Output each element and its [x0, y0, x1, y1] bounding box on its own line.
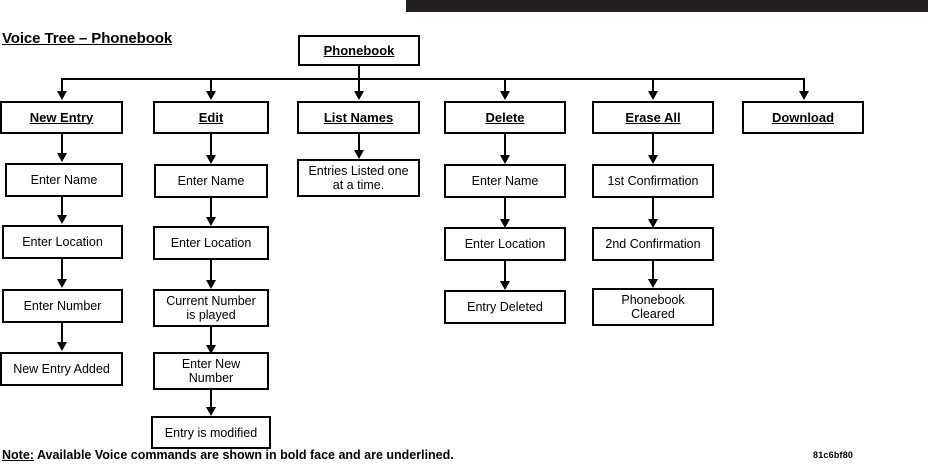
node-label: Enter Name	[177, 174, 245, 188]
arrowhead-edit-4	[206, 345, 216, 354]
node-label: Edit	[198, 109, 224, 125]
node-edit-step-1[interactable]: Enter Name	[154, 164, 268, 198]
arrowhead-new-entry-3	[57, 279, 67, 288]
node-label: 2nd Confirmation	[605, 237, 701, 251]
connector-drop-new-entry	[61, 78, 63, 92]
arrowhead-delete-1	[500, 155, 510, 164]
node-new-entry-step-3[interactable]: Enter Number	[2, 289, 123, 323]
footer-note-prefix: Note:	[2, 448, 34, 462]
arrowhead-edit	[206, 91, 216, 100]
node-label: Entries Listed one at a time.	[308, 164, 409, 192]
node-command-delete[interactable]: Delete	[444, 101, 566, 134]
connector-drop-edit	[210, 78, 212, 92]
arrowhead-new-entry-4	[57, 342, 67, 351]
connector-new-entry-3	[61, 259, 63, 280]
node-edit-step-2[interactable]: Enter Location	[153, 226, 269, 260]
arrowhead-erase-all-3	[648, 279, 658, 288]
arrowhead-edit-3	[206, 280, 216, 289]
node-label: Delete	[485, 109, 525, 125]
connector-delete-3	[504, 261, 506, 282]
node-label: Entry is modified	[164, 425, 258, 440]
connector-root-stem	[358, 66, 360, 79]
connector-list-names-1	[358, 134, 360, 151]
node-command-download[interactable]: Download	[742, 101, 864, 134]
footer-note: Note: Available Voice commands are shown…	[2, 448, 454, 462]
node-label: Enter Name	[30, 173, 98, 187]
connector-erase-all-1	[652, 134, 654, 156]
arrowhead-delete-3	[500, 281, 510, 290]
connector-edit-4	[210, 327, 212, 346]
node-label: Enter New Number	[181, 357, 241, 385]
node-delete-step-2[interactable]: Enter Location	[444, 227, 566, 261]
node-label: Download	[771, 109, 835, 125]
connector-new-entry-1	[61, 134, 63, 154]
connector-new-entry-2	[61, 197, 63, 216]
node-label: 1st Confirmation	[607, 174, 699, 188]
node-command-list-names[interactable]: List Names	[297, 101, 420, 134]
node-erase-all-step-2[interactable]: 2nd Confirmation	[592, 227, 714, 261]
arrowhead-erase-all	[648, 91, 658, 100]
arrowhead-list-names	[354, 91, 364, 100]
footer-note-text: Available Voice commands are shown in bo…	[33, 448, 454, 462]
node-label: Enter Location	[22, 235, 103, 249]
node-new-entry-step-4[interactable]: New Entry Added	[0, 352, 123, 386]
connector-erase-all-2	[652, 198, 654, 220]
node-delete-step-1[interactable]: Enter Name	[444, 164, 566, 198]
node-label: Enter Name	[471, 174, 539, 188]
connector-delete-2	[504, 198, 506, 220]
node-command-new-entry[interactable]: New Entry	[0, 101, 123, 134]
connector-edit-5	[210, 390, 212, 408]
connector-edit-3	[210, 260, 212, 281]
document-code: 81c6bf80	[813, 450, 854, 460]
node-label: Erase All	[625, 109, 681, 125]
node-label: Enter Number	[23, 299, 102, 313]
arrowhead-erase-all-1	[648, 155, 658, 164]
node-erase-all-step-3[interactable]: Phonebook Cleared	[592, 288, 714, 326]
node-label: Current Number is played	[166, 294, 256, 322]
node-list-names-step-1[interactable]: Entries Listed one at a time.	[297, 159, 420, 197]
connector-new-entry-4	[61, 323, 63, 343]
arrowhead-list-names-1	[354, 150, 364, 159]
node-label: Phonebook	[323, 42, 395, 58]
arrowhead-erase-all-2	[648, 219, 658, 228]
node-label: Phonebook Cleared	[621, 293, 685, 321]
arrowhead-delete	[500, 91, 510, 100]
node-label: List Names	[323, 109, 394, 125]
connector-erase-all-3	[652, 261, 654, 280]
arrowhead-edit-2	[206, 217, 216, 226]
connector-drop-erase-all	[652, 78, 654, 92]
connector-drop-delete	[504, 78, 506, 92]
node-label: Enter Location	[170, 236, 252, 250]
arrowhead-new-entry-1	[57, 153, 67, 162]
arrowhead-new-entry-2	[57, 215, 67, 224]
node-edit-step-4[interactable]: Enter New Number	[153, 352, 269, 390]
arrowhead-delete-2	[500, 219, 510, 228]
connector-bus	[62, 78, 805, 80]
node-new-entry-step-1[interactable]: Enter Name	[5, 163, 123, 197]
node-delete-step-3[interactable]: Entry Deleted	[444, 290, 566, 324]
node-label: Entry Deleted	[467, 300, 543, 314]
node-edit-step-5[interactable]: Entry is modified	[151, 416, 271, 449]
node-label: New Entry Added	[13, 362, 110, 376]
page-title: Voice Tree – Phonebook	[2, 30, 173, 47]
connector-edit-1	[210, 134, 212, 156]
node-command-erase-all[interactable]: Erase All	[592, 101, 714, 134]
node-label: Enter Location	[464, 237, 546, 251]
node-edit-step-3[interactable]: Current Number is played	[153, 289, 269, 327]
arrowhead-edit-5	[206, 407, 216, 416]
connector-edit-2	[210, 198, 212, 218]
connector-drop-list-names	[358, 78, 360, 92]
node-root-phonebook[interactable]: Phonebook	[298, 35, 420, 66]
node-new-entry-step-2[interactable]: Enter Location	[2, 225, 123, 259]
arrowhead-download	[799, 91, 809, 100]
arrowhead-edit-1	[206, 155, 216, 164]
arrowhead-new-entry	[57, 91, 67, 100]
node-erase-all-step-1[interactable]: 1st Confirmation	[592, 164, 714, 198]
node-command-edit[interactable]: Edit	[153, 101, 269, 134]
header-black-bar	[406, 0, 928, 12]
connector-delete-1	[504, 134, 506, 156]
node-label: New Entry	[29, 109, 94, 125]
connector-drop-download	[803, 78, 805, 92]
